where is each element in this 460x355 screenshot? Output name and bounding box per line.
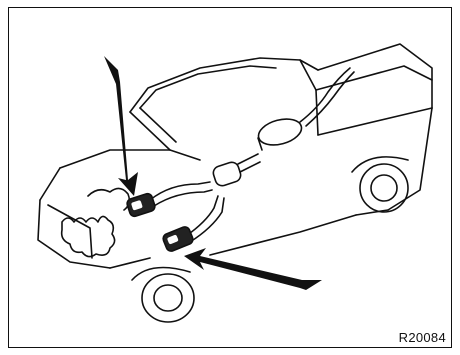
arrow-lower-catalytic-converter (184, 248, 322, 290)
figure-reference-code: R20084 (399, 330, 446, 345)
engine-block (62, 216, 115, 256)
front-wheel (132, 268, 194, 323)
exhaust-system (150, 68, 354, 242)
lower-catalytic-converter (162, 225, 195, 252)
truck-body (38, 44, 432, 268)
upper-catalytic-converter (126, 192, 156, 217)
arrow-upper-catalytic-converter (104, 56, 138, 196)
rear-wheel (352, 157, 408, 212)
